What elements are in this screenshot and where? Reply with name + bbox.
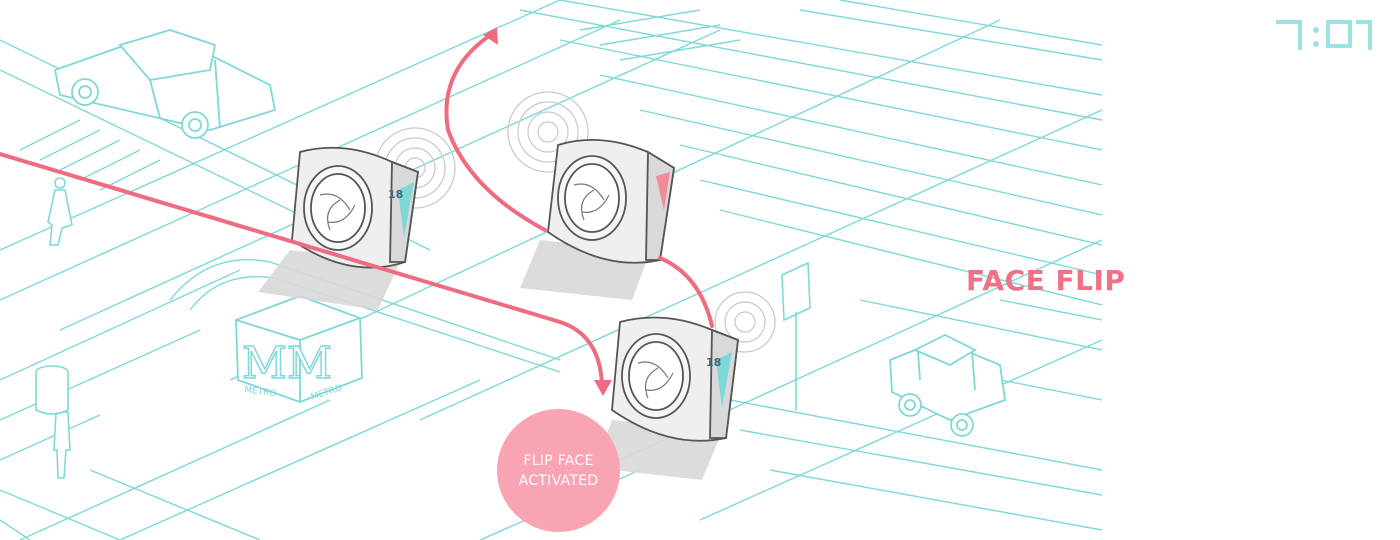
- path-connector: [658, 256, 714, 328]
- metro-word-left: METRO: [244, 385, 277, 399]
- kiosk-left-number: 18: [388, 188, 403, 201]
- callout-line-2: ACTIVATED: [518, 472, 599, 489]
- arrow-up-icon: [483, 27, 498, 45]
- arrow-down-icon: [594, 380, 612, 396]
- feature-title: FACE FLIP: [966, 264, 1126, 297]
- kiosk-left: 18: [291, 146, 419, 269]
- path-main: [0, 152, 604, 387]
- path-up: [444, 32, 547, 232]
- pickup-truck: [53, 29, 277, 139]
- street-scene: MM METRO METRO 18: [0, 0, 1102, 540]
- flip-face-callout: FLIP FACE ACTIVATED: [497, 409, 620, 532]
- kiosk-bottom-number: 18: [706, 356, 721, 369]
- pedestrians: [47, 177, 73, 479]
- metro-letter-left: MM: [242, 338, 332, 389]
- movement-path: [0, 32, 714, 387]
- trash-bin: [35, 365, 69, 415]
- street-sign: [781, 261, 811, 410]
- kiosk-top-right: [547, 138, 675, 264]
- utility-cart: [889, 333, 1006, 437]
- arrow-heads: [483, 27, 612, 396]
- kiosk-bottom: 18: [611, 316, 739, 442]
- metro-sign: MM METRO METRO: [235, 295, 363, 403]
- callout-line-1: FLIP FACE: [523, 452, 594, 469]
- logo-mark-icon: [1276, 20, 1372, 50]
